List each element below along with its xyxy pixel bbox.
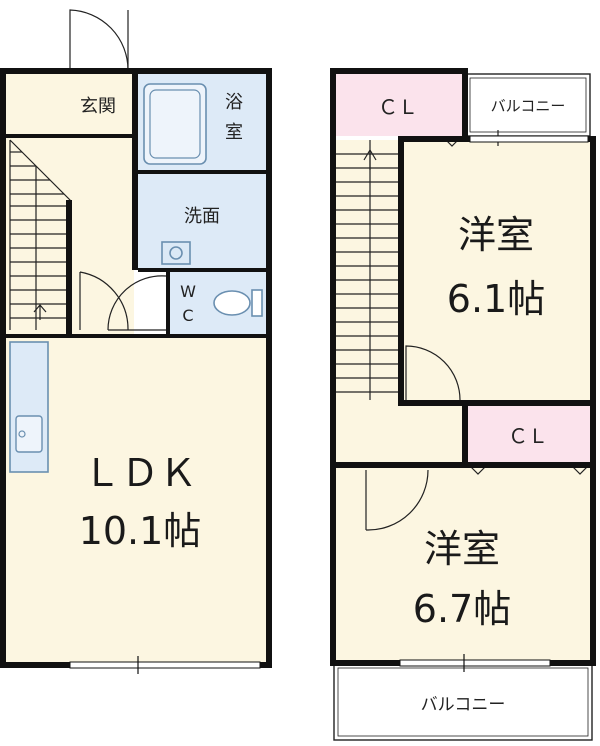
toilet-bowl [213, 290, 251, 316]
wall [138, 170, 266, 174]
wall [330, 68, 336, 666]
wall [462, 400, 468, 468]
second-floor: ＣＬ バルコニー 洋室 6.1帖 ＣＬ 洋室 6.7帖 バルコニー [330, 68, 596, 741]
bathtub-inner [149, 89, 201, 159]
bath-label-line2: 室 [225, 122, 243, 143]
closet-mid-label: ＣＬ [508, 424, 548, 448]
balcony-bottom-inner [337, 667, 589, 737]
wall [6, 334, 266, 338]
washroom-label: 洗面 [184, 206, 220, 227]
hall-2f-area [336, 406, 464, 466]
closet-top-area [336, 74, 462, 136]
wc-label-line1: W [180, 282, 196, 301]
wall [166, 272, 170, 336]
stairs-1f [9, 139, 71, 330]
wash-door-swing [107, 275, 167, 331]
bath-label-line1: 浴 [225, 92, 243, 113]
wc-label-line2: C [182, 306, 193, 325]
genkan-label: 玄関 [80, 96, 116, 117]
stairs-2f [336, 140, 398, 400]
wall [398, 400, 596, 406]
wall [336, 462, 596, 468]
balcony-bottom [333, 663, 593, 741]
kitchen-sink [15, 415, 43, 453]
room2-door-swing [365, 469, 429, 531]
hall-door-swing [79, 271, 129, 331]
bathtub [143, 83, 207, 165]
wall [6, 134, 136, 138]
kitchen-faucet [18, 430, 26, 438]
entrance-door-swing [69, 9, 129, 71]
wall [0, 68, 6, 668]
closet-top-label: ＣＬ [378, 95, 418, 119]
wall [330, 68, 468, 74]
room1-size-label: 6.1帖 [447, 277, 545, 321]
first-floor: 玄関 浴 室 洗面 W C ＬＤＫ 10.1帖 [0, 9, 272, 674]
room2-area [336, 468, 590, 660]
ldk-size-label: 10.1帖 [79, 509, 202, 553]
ldk-name-label: ＬＤＫ [83, 451, 197, 495]
wall [0, 68, 272, 74]
balcony-top [465, 73, 591, 137]
room1-door-swing [405, 345, 461, 401]
room2-size-label: 6.7帖 [413, 587, 511, 631]
ldk-window [69, 661, 261, 669]
closet-mid-area [468, 406, 590, 464]
wall [462, 68, 468, 140]
genkan-area [6, 74, 134, 136]
wall [398, 136, 404, 406]
balcony-top-label: バルコニー [491, 97, 566, 115]
room2-name-label: 洋室 [424, 527, 500, 571]
wall [266, 68, 272, 668]
room1-area [404, 140, 590, 402]
wall [132, 74, 138, 270]
wall [138, 268, 266, 272]
ldk-area [6, 336, 266, 666]
room1-name-label: 洋室 [458, 213, 534, 257]
balcony-bottom-label: バルコニー [421, 695, 506, 715]
bottom-balcony-door [399, 659, 551, 667]
balcony-top-inner [469, 77, 587, 133]
top-balcony-door [469, 135, 589, 143]
washroom-area [138, 174, 266, 270]
toilet-tank [251, 289, 263, 317]
wall [66, 200, 72, 336]
washbasin-bowl [169, 246, 183, 260]
